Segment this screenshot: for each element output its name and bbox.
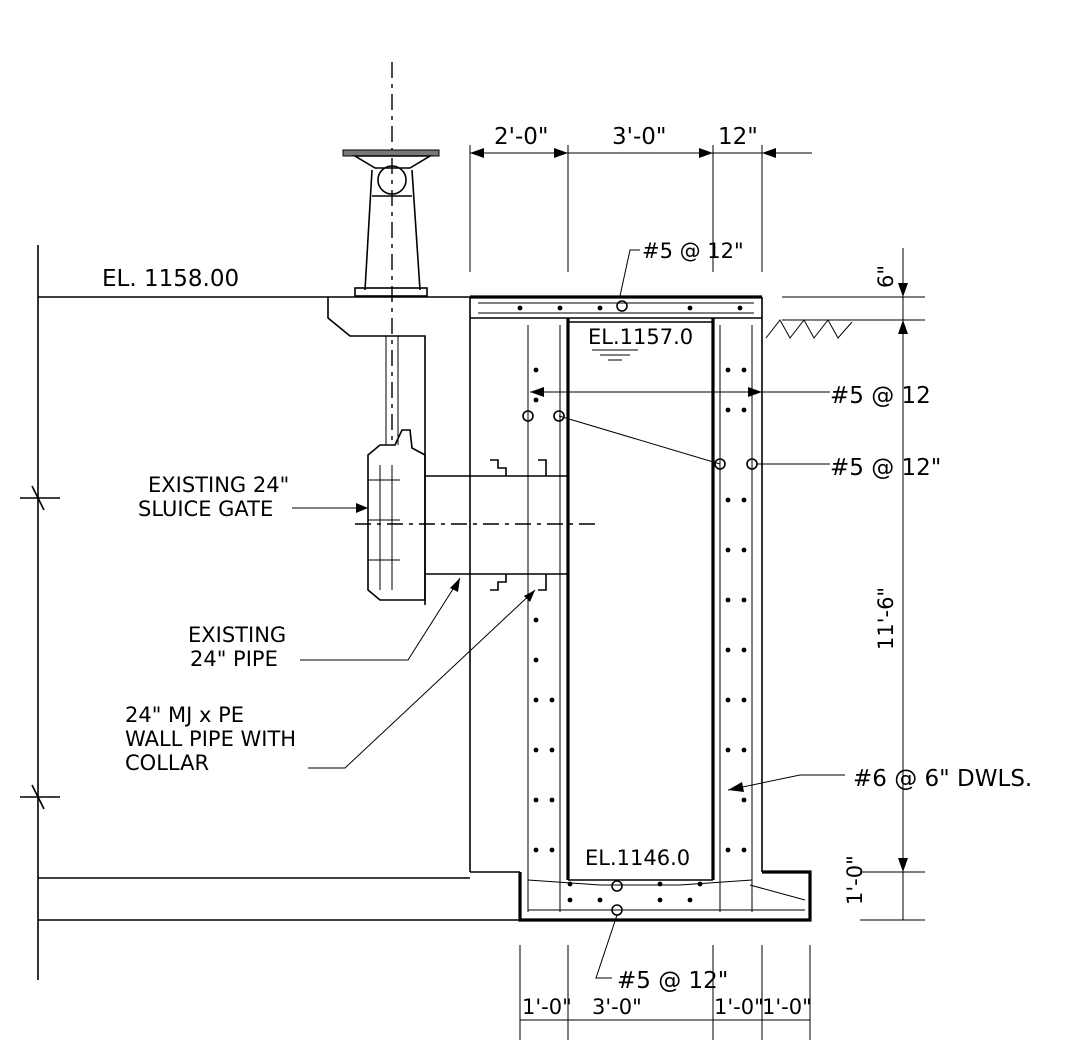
dim-right-top: 6" bbox=[874, 265, 898, 288]
sluice-label-line2: SLUICE GATE bbox=[138, 497, 273, 521]
pipe bbox=[355, 459, 595, 591]
dim-bottom-4: 1'-0" bbox=[762, 995, 812, 1019]
wallpipe-label-line3: COLLAR bbox=[125, 751, 209, 775]
el-water-label: EL.1157.0 bbox=[588, 325, 693, 349]
leaders bbox=[292, 249, 845, 979]
dim-top-right: 12" bbox=[718, 124, 758, 150]
dim-top-left: 2'-0" bbox=[494, 124, 548, 150]
rebar-horiz-label: #5 @ 12 bbox=[830, 383, 931, 409]
dim-bottom-3: 1'-0" bbox=[714, 995, 764, 1019]
sluice-label-line1: EXISTING 24" bbox=[148, 473, 289, 497]
dowels-label: #6 @ 6" DWLS. bbox=[853, 766, 1032, 792]
wallpipe-label-line2: WALL PIPE WITH bbox=[125, 727, 296, 751]
dim-right-bottom: 1'-0" bbox=[843, 855, 867, 905]
gate-operator-stand bbox=[342, 62, 440, 445]
text-labels: EL. 1158.00 EL.1157.0 EL.1146.0 EXISTING… bbox=[102, 124, 1032, 1019]
sluice-gate bbox=[367, 429, 426, 601]
vault-structure bbox=[469, 295, 812, 922]
rebar-dots bbox=[517, 300, 758, 916]
dim-top-mid: 3'-0" bbox=[612, 124, 666, 150]
pipe-label-line1: EXISTING bbox=[188, 623, 286, 647]
existing-structure bbox=[20, 245, 520, 980]
pipe-label-line2: 24" PIPE bbox=[190, 647, 278, 671]
rebar-bottom-label: #5 @ 12" bbox=[617, 968, 728, 994]
el-top-label: EL. 1158.00 bbox=[102, 266, 239, 292]
el-bottom-label: EL.1146.0 bbox=[585, 846, 690, 870]
dim-bottom-2: 3'-0" bbox=[592, 995, 642, 1019]
dim-bottom-1: 1'-0" bbox=[522, 995, 572, 1019]
dimension-lines bbox=[469, 145, 925, 1040]
dim-right-mid: 11'-6" bbox=[874, 587, 898, 650]
rebar-top-label: #5 @ 12" bbox=[642, 239, 744, 263]
wallpipe-label-line1: 24" MJ x PE bbox=[125, 703, 244, 727]
rebar-ew-label: #5 @ 12" bbox=[830, 455, 941, 481]
